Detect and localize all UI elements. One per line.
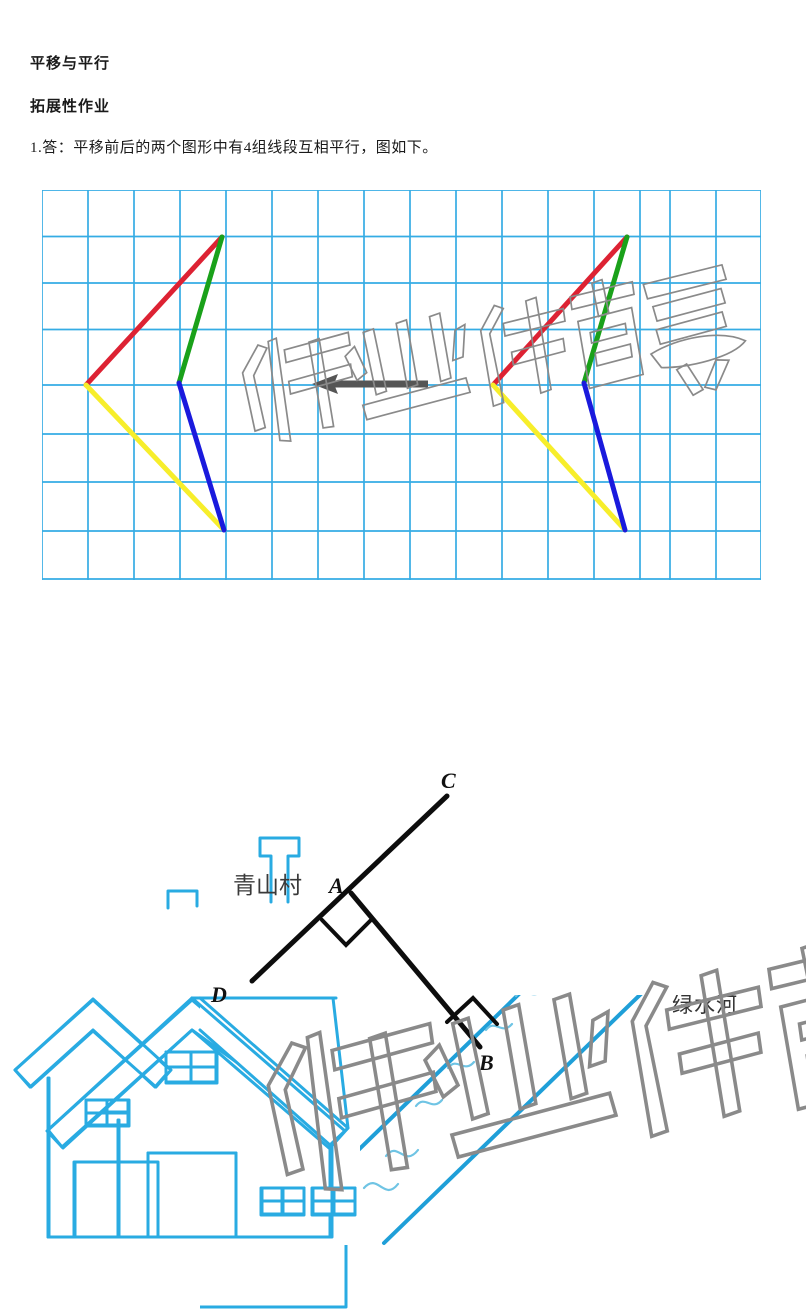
segment-yellow-right bbox=[490, 382, 628, 533]
label-C: C bbox=[441, 768, 456, 793]
segment-red-right bbox=[490, 234, 630, 388]
geometry-lines bbox=[249, 793, 499, 1050]
label-A: A bbox=[327, 873, 344, 898]
answer-line-1: 1.答：平移前后的两个图形中有4组线段互相平行，图如下。 bbox=[30, 140, 438, 156]
right-angle-marker-B bbox=[445, 995, 499, 1026]
main-garage-door bbox=[146, 1151, 238, 1239]
chimney-small-icon bbox=[166, 889, 199, 910]
segment-green-left bbox=[176, 234, 225, 386]
segment-blue-right bbox=[581, 380, 628, 533]
watermark-figure-2 bbox=[266, 940, 806, 1192]
section-subtitle: 拓展性作业 bbox=[30, 99, 111, 115]
chimney-large-icon bbox=[258, 836, 301, 904]
line-DC bbox=[249, 793, 450, 984]
label-D: D bbox=[210, 982, 227, 1007]
left-garage-door bbox=[72, 1160, 160, 1239]
bottom-mask bbox=[0, 1245, 200, 1312]
watermark-figure-1 bbox=[241, 263, 747, 442]
left-roof bbox=[13, 997, 173, 1089]
shape-left-original bbox=[83, 234, 227, 533]
segment-yellow-left bbox=[83, 382, 227, 533]
house-main-door bbox=[146, 1151, 238, 1239]
figure-2-village-river: 绿水河 bbox=[0, 600, 806, 1312]
top-mask bbox=[0, 600, 806, 995]
label-B: B bbox=[478, 1050, 494, 1075]
segment-red-left bbox=[83, 234, 225, 388]
page-title: 平移与平行 bbox=[30, 56, 111, 72]
segment-blue-left bbox=[176, 380, 227, 533]
label-village: 青山村 bbox=[233, 873, 302, 898]
figure-1-translation-grid bbox=[42, 190, 761, 580]
shape-right-translated bbox=[490, 234, 630, 533]
right-angle-marker-A bbox=[320, 918, 373, 948]
wide-roof bbox=[190, 996, 350, 1150]
house-final bbox=[13, 836, 357, 1239]
segment-green-right bbox=[581, 234, 630, 386]
